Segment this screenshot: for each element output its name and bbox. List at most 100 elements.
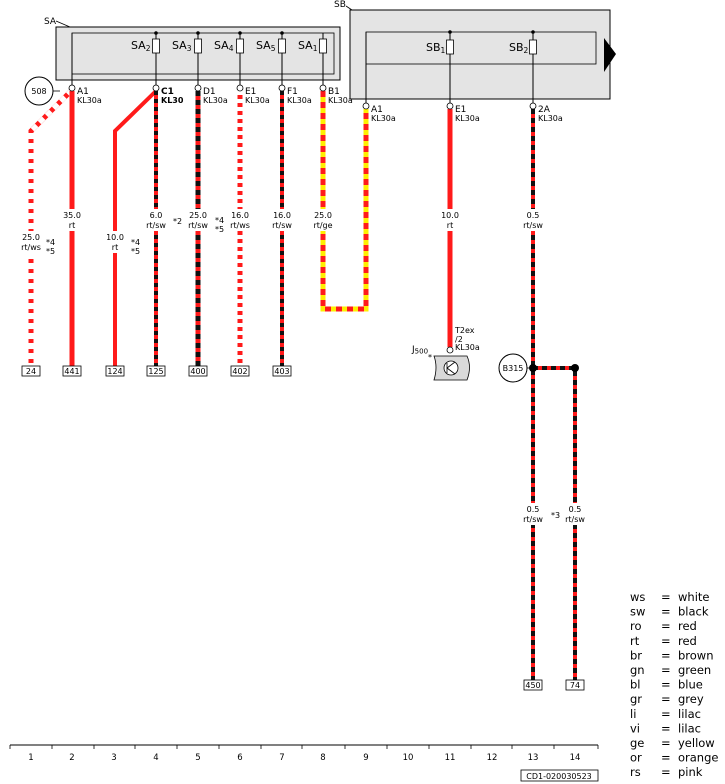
svg-text:D1: D1 [203, 87, 216, 97]
wire-label-col2: 35.0 rt [60, 209, 86, 231]
fuse-sa3: SA3 [172, 33, 202, 88]
svg-text:2A: 2A [538, 105, 551, 115]
document-id: CD1-020030523 [526, 772, 592, 781]
svg-text:KL30a: KL30a [203, 96, 228, 105]
terminal-sa-f1: F1 KL30a [278, 84, 312, 105]
color-legend: ws=whitesw=blackro=redrt=redbr=browngn=g… [630, 590, 718, 779]
terminal-sb-e1: E1 KL30a [446, 102, 480, 123]
svg-text:KL30a: KL30a [245, 96, 270, 105]
fuse-sb2-label: SB2 [509, 41, 529, 55]
col-label-12: 12 [487, 753, 498, 763]
fuse-sb1: SB1 [426, 30, 454, 106]
wire-label-col4: 6.0 rt/sw *2 [143, 209, 182, 231]
legend-name: brown [678, 648, 714, 662]
fuse-sa2-label: SA2 [131, 39, 151, 53]
svg-text:403: 403 [274, 367, 289, 376]
svg-text:A1: A1 [77, 87, 89, 97]
svg-text:0.5: 0.5 [569, 505, 582, 514]
legend-code: bl [630, 678, 641, 692]
legend-name: red [678, 634, 697, 648]
svg-text:508: 508 [31, 87, 46, 96]
ref-box-col3: 124 [105, 365, 125, 377]
svg-text:25.0: 25.0 [22, 233, 40, 242]
terminal-sb-a1: A1 KL30a [362, 102, 396, 123]
svg-text:B1: B1 [328, 87, 340, 97]
legend-eq: = [661, 765, 671, 779]
svg-text:16.0: 16.0 [273, 211, 291, 220]
svg-text:rt: rt [69, 221, 75, 230]
legend-row-br: br = brown [630, 648, 714, 662]
legend-eq: = [661, 721, 671, 735]
fuse-sa1-label: SA1 [298, 39, 318, 53]
ground-point-508: 508 [24, 76, 60, 106]
terminal-sa-b1: B1 KL30a [319, 84, 353, 105]
svg-text:0.5: 0.5 [527, 211, 540, 220]
col-label-8: 8 [320, 753, 325, 763]
legend-eq: = [661, 605, 671, 619]
legend-code: br [630, 648, 642, 662]
svg-text:KL30a: KL30a [328, 96, 353, 105]
terminal-sa-a1: A1 KL30a [68, 84, 102, 105]
column-strip: 1 2 3 4 5 6 7 8 9 10 11 12 13 14 CD1-020… [9, 744, 599, 782]
legend-code: gr [630, 692, 642, 706]
legend-row-rt: rt=red [630, 634, 697, 648]
fuse-box-sa-label: SA [44, 17, 57, 27]
fuse-sa4: SA4 [214, 33, 244, 88]
svg-text:B315: B315 [503, 364, 524, 373]
arrow-right-icon [604, 38, 616, 72]
svg-text:400: 400 [190, 367, 205, 376]
svg-text:441: 441 [64, 367, 79, 376]
svg-text:402: 402 [232, 367, 247, 376]
svg-text:E1: E1 [245, 87, 256, 97]
legend-row-ws: ws = white [630, 590, 709, 604]
svg-text:*5: *5 [131, 247, 140, 256]
svg-text:*3: *3 [551, 511, 560, 520]
col-label-7: 7 [279, 753, 284, 763]
legend-name: lilac [678, 707, 701, 721]
col-label-9: 9 [363, 753, 368, 763]
wire-label-col6: 16.0 rt/ws [227, 209, 253, 231]
legend-name: yellow [678, 736, 715, 750]
col-label-10: 10 [403, 753, 414, 763]
legend-name: white [678, 590, 709, 604]
j500-label: J500 [411, 345, 428, 356]
wire-label-col1: 25.0 rt/ws *4 *5 [18, 231, 55, 256]
legend-code: rs [630, 765, 641, 779]
wire-label-col5: 25.0 rt/sw *4 *5 [185, 209, 224, 234]
col-label-6: 6 [237, 753, 242, 763]
svg-text:rt/sw: rt/sw [146, 221, 166, 230]
svg-text:*4: *4 [46, 238, 55, 247]
ref-box-col14: 74 [565, 679, 585, 691]
legend-eq: = [661, 648, 671, 662]
fuse-box-sa: SA SA2 SA3 SA4 SA5 SA1 [44, 17, 341, 88]
svg-text:KL30a: KL30a [455, 343, 480, 352]
legend-row-ge: ge=yellow [630, 736, 715, 750]
terminal-sa-d1: D1 KL30a [194, 84, 228, 105]
terminal-labels: A1 KL30a C1 KL30 D1 KL30a E1 KL30a F1 KL… [68, 84, 563, 123]
svg-text:C1: C1 [161, 87, 174, 97]
svg-text:KL30a: KL30a [455, 114, 480, 123]
svg-text:A1: A1 [371, 105, 383, 115]
wire-label-col8: 25.0 rt/ge [310, 209, 336, 231]
svg-text:KL30a: KL30a [287, 96, 312, 105]
wire-label-col7: 16.0 rt/sw [269, 209, 295, 231]
col-label-5: 5 [195, 753, 200, 763]
legend-code: vi [630, 721, 640, 735]
legend-eq: = [661, 590, 671, 604]
svg-text:*4: *4 [131, 238, 140, 247]
terminal-sa-e1: E1 KL30a [236, 84, 270, 105]
svg-text:rt/sw: rt/sw [188, 221, 208, 230]
splice-b315: B315 [498, 353, 579, 383]
legend-code: ws [630, 590, 645, 604]
legend-code: sw [630, 605, 645, 619]
wire-layer [28, 88, 577, 680]
legend-eq: = [661, 634, 671, 648]
legend-row-gr: gr=grey [630, 692, 704, 706]
ref-box-col1: 24 [21, 365, 41, 377]
svg-text:rt/ws: rt/ws [230, 221, 250, 230]
wire-col8-9 [320, 91, 369, 312]
legend-code: li [630, 707, 636, 721]
fuse-sb2: SB2 [509, 30, 537, 106]
wire-col1 [28, 88, 74, 366]
